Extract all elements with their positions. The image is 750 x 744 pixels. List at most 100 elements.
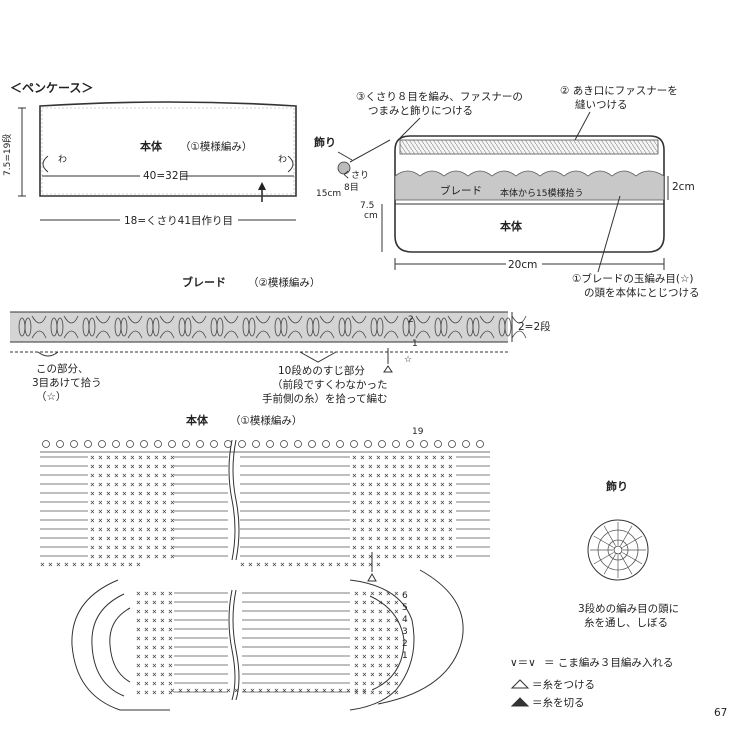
- single-crochet-mark: ×: [424, 543, 429, 552]
- single-crochet-mark: ×: [378, 679, 383, 688]
- assembled-view: ③くさり８目を編み、ファスナーの つまみと飾りにつける ② あき口にファスナーを…: [314, 85, 700, 299]
- single-crochet-mark: ×: [440, 552, 445, 561]
- single-crochet-mark: ×: [154, 507, 159, 516]
- chain-arc: [319, 315, 335, 324]
- single-crochet-mark: ×: [408, 471, 413, 480]
- single-crochet-mark: ×: [168, 625, 173, 634]
- single-crochet-mark: ×: [368, 453, 373, 462]
- single-crochet-mark: ×: [138, 543, 143, 552]
- chain-arc: [255, 330, 271, 339]
- single-crochet-mark: ×: [400, 552, 405, 561]
- single-crochet-mark: ×: [168, 616, 173, 625]
- single-crochet-mark: ×: [378, 616, 383, 625]
- single-crochet-mark: ×: [408, 453, 413, 462]
- single-crochet-mark: ×: [130, 543, 135, 552]
- single-crochet-mark: ×: [162, 534, 167, 543]
- single-crochet-mark: ×: [400, 462, 405, 471]
- decoration-spokes: [590, 522, 646, 578]
- single-crochet-mark: ×: [106, 516, 111, 525]
- single-crochet-mark: ×: [416, 552, 421, 561]
- single-crochet-mark: ×: [90, 489, 95, 498]
- single-crochet-mark: ×: [432, 543, 437, 552]
- single-crochet-mark: ×: [362, 679, 367, 688]
- single-crochet-mark: ×: [64, 560, 69, 569]
- single-crochet-mark: ×: [152, 625, 157, 634]
- single-crochet-mark: ×: [106, 543, 111, 552]
- single-crochet-mark: ×: [136, 688, 141, 697]
- single-crochet-mark: ×: [408, 498, 413, 507]
- single-crochet-mark: ×: [152, 670, 157, 679]
- single-crochet-mark: ×: [136, 634, 141, 643]
- picot-stitch: [448, 440, 456, 448]
- single-crochet-mark: ×: [386, 589, 391, 598]
- single-crochet-mark: ×: [144, 679, 149, 688]
- single-crochet-mark: ×: [362, 598, 367, 607]
- single-crochet-mark: ×: [90, 480, 95, 489]
- single-crochet-mark: ×: [370, 688, 375, 697]
- picot-stitch: [462, 440, 470, 448]
- single-crochet-mark: ×: [90, 516, 95, 525]
- single-crochet-mark: ×: [290, 686, 295, 695]
- single-crochet-mark: ×: [432, 462, 437, 471]
- single-crochet-mark: ×: [368, 480, 373, 489]
- single-crochet-mark: ×: [114, 543, 119, 552]
- width-20cm: 20cm: [508, 259, 537, 271]
- single-crochet-mark: ×: [136, 643, 141, 652]
- single-crochet-mark: ×: [152, 679, 157, 688]
- single-crochet-mark: ×: [392, 534, 397, 543]
- single-crochet-mark: ×: [368, 560, 373, 569]
- picot-stitch: [56, 440, 64, 448]
- chain-arc: [223, 330, 239, 339]
- single-crochet-mark: ×: [392, 525, 397, 534]
- single-crochet-mark: ×: [170, 686, 175, 695]
- single-crochet-mark: ×: [154, 516, 159, 525]
- braid-note-mid-1: 10段めのすじ部分: [278, 364, 365, 377]
- single-crochet-mark: ×: [122, 480, 127, 489]
- single-crochet-mark: ×: [154, 534, 159, 543]
- body-chart-pattern: （①模様編み）: [230, 414, 302, 427]
- single-crochet-mark: ×: [384, 480, 389, 489]
- single-crochet-mark: ×: [384, 552, 389, 561]
- single-crochet-mark: ×: [144, 643, 149, 652]
- picot-stitch: [266, 440, 274, 448]
- single-crochet-mark: ×: [160, 652, 165, 661]
- single-crochet-mark: ×: [162, 453, 167, 462]
- single-crochet-mark: ×: [354, 598, 359, 607]
- chain-arc: [447, 330, 463, 339]
- braid-note-left-2: 3目あけて拾う: [32, 376, 102, 389]
- single-crochet-mark: ×: [352, 489, 357, 498]
- single-crochet-mark: ×: [40, 560, 45, 569]
- single-crochet-mark: ×: [440, 534, 445, 543]
- single-crochet-mark: ×: [160, 616, 165, 625]
- note-2-line2: 縫いつける: [575, 98, 628, 111]
- puff-stitch: [440, 317, 448, 337]
- single-crochet-mark: ×: [376, 498, 381, 507]
- single-crochet-mark: ×: [392, 552, 397, 561]
- single-crochet-mark: ×: [368, 507, 373, 516]
- single-crochet-mark: ×: [144, 598, 149, 607]
- single-crochet-mark: ×: [162, 525, 167, 534]
- single-crochet-mark: ×: [338, 686, 343, 695]
- single-crochet-mark: ×: [362, 625, 367, 634]
- chain-arc: [255, 315, 271, 324]
- single-crochet-mark: ×: [146, 525, 151, 534]
- single-crochet-mark: ×: [424, 552, 429, 561]
- single-crochet-mark: ×: [114, 498, 119, 507]
- single-crochet-mark: ×: [386, 652, 391, 661]
- picot-stitch: [70, 440, 78, 448]
- single-crochet-mark: ×: [98, 480, 103, 489]
- single-crochet-mark: ×: [432, 498, 437, 507]
- note-3-line2: つまみと飾りにつける: [368, 104, 473, 117]
- single-crochet-mark: ×: [400, 453, 405, 462]
- single-crochet-mark: ×: [370, 625, 375, 634]
- pick-up-label: 本体から15模様拾う: [500, 187, 583, 199]
- single-crochet-mark: ×: [298, 686, 303, 695]
- chain-arc: [479, 315, 495, 324]
- single-crochet-mark: ×: [48, 560, 53, 569]
- single-crochet-mark: ×: [424, 453, 429, 462]
- single-crochet-mark: ×: [160, 634, 165, 643]
- single-crochet-mark: ×: [144, 616, 149, 625]
- single-crochet-mark: ×: [394, 625, 399, 634]
- single-crochet-mark: ×: [282, 686, 287, 695]
- single-crochet-mark: ×: [202, 686, 207, 695]
